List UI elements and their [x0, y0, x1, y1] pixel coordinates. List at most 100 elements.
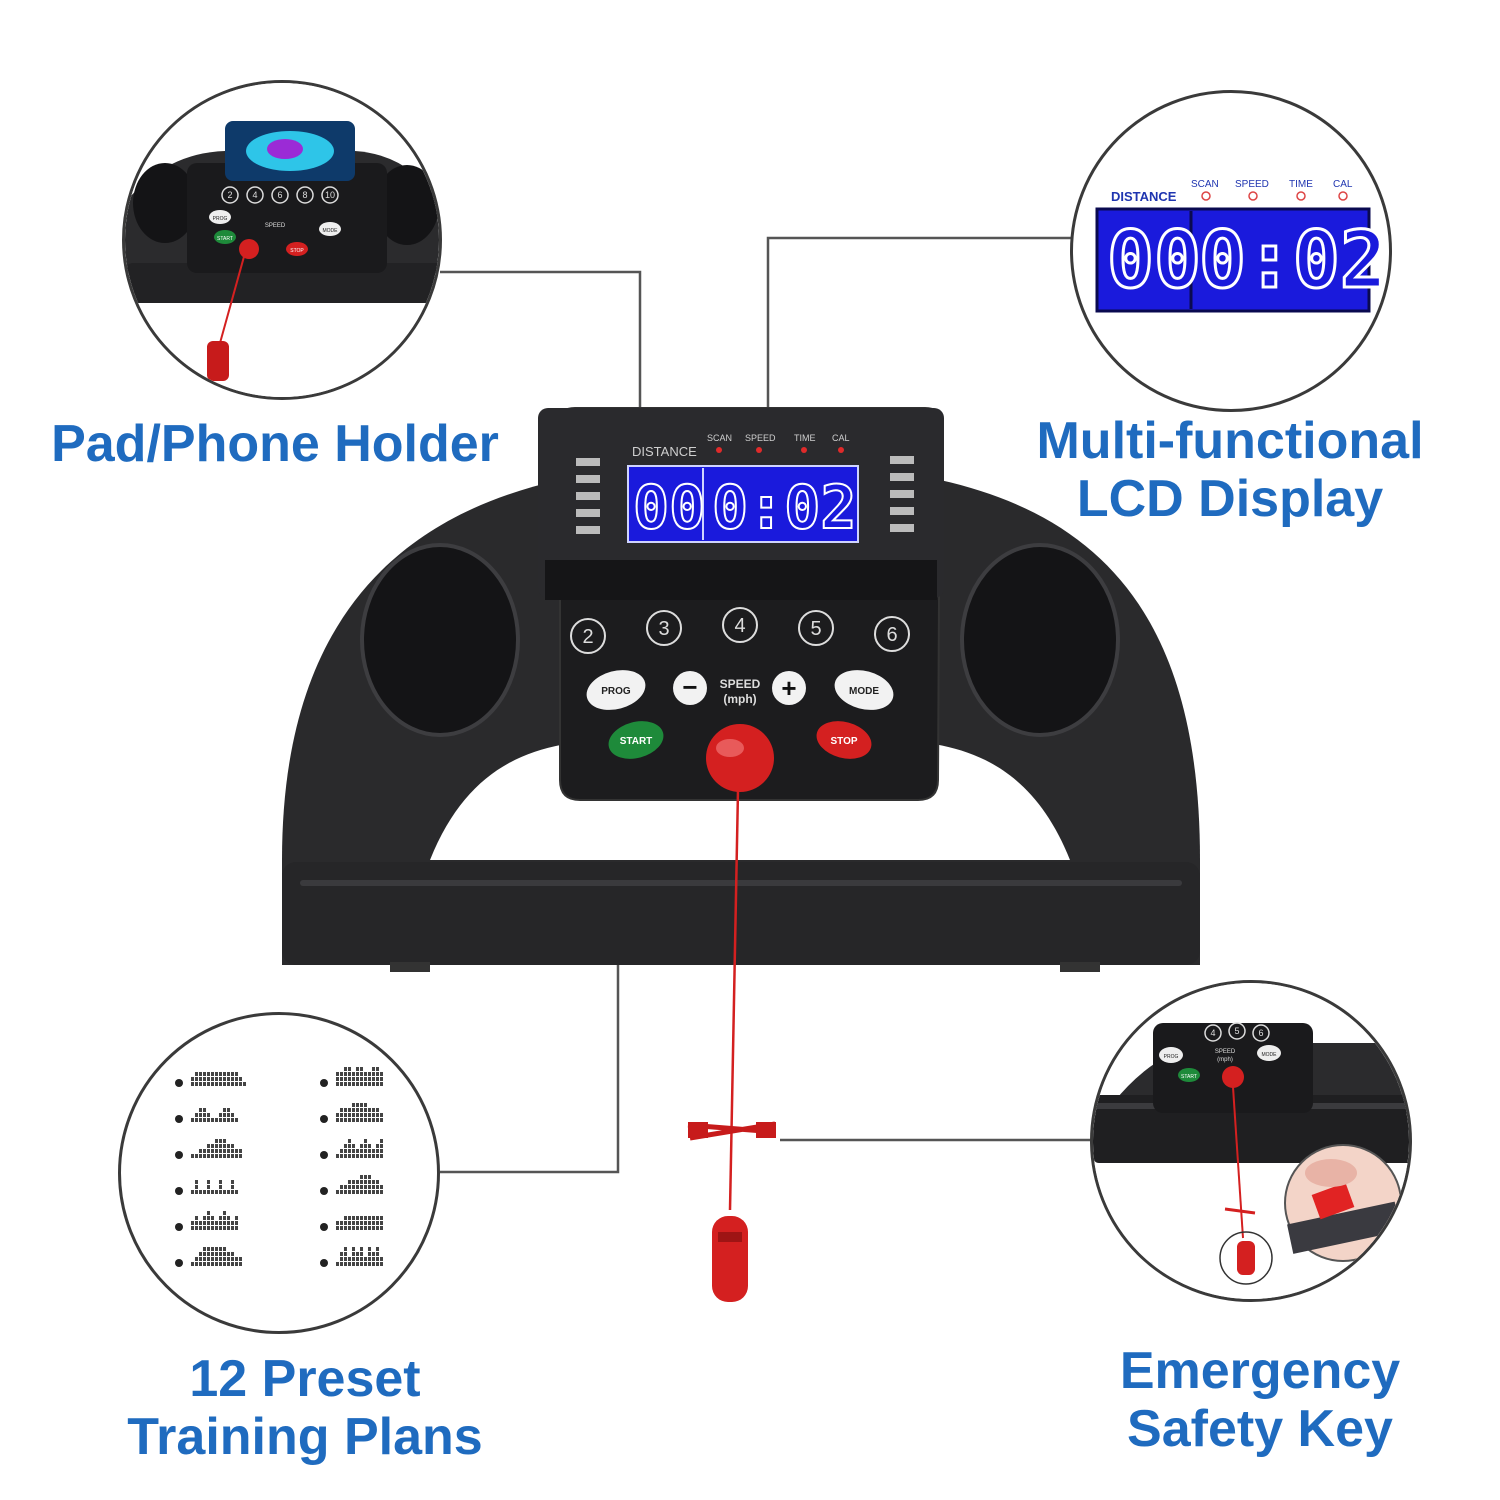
speed-plus-button[interactable] [772, 671, 806, 705]
plan-7-bullet [320, 1079, 328, 1087]
plan-6-profile-icon [191, 1247, 242, 1266]
speed-minus-button[interactable] [673, 671, 707, 705]
phone-holder-illustration: 2 4 6 8 10 PROG MODE SPEED START STOP [125, 83, 439, 397]
speed-key-4[interactable]: 4 [734, 615, 745, 637]
svg-text:5: 5 [1234, 1026, 1239, 1036]
plan-2-profile-icon [191, 1108, 238, 1122]
console-indicator-leds [716, 447, 844, 453]
lcd-zoom-cal: CAL [1333, 179, 1353, 190]
prog-button[interactable] [582, 664, 650, 716]
safety-key-cord [728, 789, 740, 1211]
plan-11-bullet [320, 1223, 328, 1231]
svg-text:4: 4 [1210, 1028, 1215, 1038]
speed-key-3[interactable]: 3 [658, 618, 669, 640]
handlebar [282, 862, 1200, 965]
zoom-circle-training-plans [118, 1012, 440, 1334]
lcd-display-title: Multi-functional LCD Display [1000, 412, 1460, 528]
zoom-circle-phone-holder: 2 4 6 8 10 PROG MODE SPEED START STOP [122, 80, 442, 400]
svg-text:MODE: MODE [849, 686, 879, 697]
speed-key-6[interactable]: 6 [886, 624, 897, 646]
svg-text:STOP: STOP [830, 736, 857, 747]
cup-holder-right [960, 543, 1120, 737]
plan-12-bullet [320, 1259, 328, 1267]
plan-8-bullet [320, 1115, 328, 1123]
svg-text:SPEED: SPEED [265, 223, 286, 229]
plan-8-profile-icon [336, 1103, 383, 1122]
svg-text:+: + [781, 673, 796, 703]
svg-text:6: 6 [277, 190, 282, 200]
svg-text:START: START [620, 736, 653, 747]
plan-5-profile-icon [191, 1211, 238, 1230]
speed-unit: (mph) [723, 692, 756, 706]
console-lcd-right: 0:02 [712, 473, 857, 543]
plan-7-profile-icon [336, 1067, 383, 1086]
plan-5-bullet [175, 1223, 183, 1231]
svg-text:0:02: 0:02 [1199, 216, 1387, 306]
cup-holder-left [360, 543, 520, 737]
safety-key-magnet[interactable] [706, 724, 774, 792]
plan-10-bullet [320, 1187, 328, 1195]
lcd-zoom-speed: SPEED [1235, 179, 1269, 190]
console-indicator-speed: SPEED [745, 433, 776, 443]
safety-key-title: Emergency Safety Key [1060, 1342, 1460, 1458]
console-indicator-time: TIME [794, 433, 816, 443]
foot-left [390, 962, 430, 972]
plan-9-bullet [320, 1151, 328, 1159]
zoom-circle-safety-key: 4 5 6 PROG MODE SPEED (mph) START [1090, 980, 1412, 1302]
console-lcd-left: 00 [633, 473, 705, 543]
start-button[interactable] [604, 715, 667, 764]
training-plans-title: 12 Preset Training Plans [90, 1350, 520, 1466]
lcd-zoom-illustration: DISTANCE SCAN SPEED TIME CAL 00 0:02 [1095, 179, 1388, 313]
lcd-display-title-line1: Multi-functional [1036, 412, 1424, 470]
safety-key-zoom-illustration: 4 5 6 PROG MODE SPEED (mph) START [1093, 983, 1409, 1299]
svg-text:PROG: PROG [601, 686, 631, 697]
svg-text:6: 6 [1258, 1028, 1263, 1038]
stop-button[interactable] [812, 715, 875, 764]
plan-4-bullet [175, 1187, 183, 1195]
plan-4-profile-icon [191, 1180, 238, 1194]
program-profile-icons-left [576, 458, 600, 534]
console-distance-label: DISTANCE [632, 444, 697, 459]
svg-text:START: START [1181, 1074, 1197, 1080]
svg-text:10: 10 [325, 190, 335, 200]
svg-text:4: 4 [252, 190, 257, 200]
plan-2-bullet [175, 1115, 183, 1123]
safety-key-clip [712, 1216, 748, 1302]
plan-9-profile-icon [336, 1139, 383, 1158]
svg-text:SPEED: SPEED [1215, 1049, 1236, 1055]
phone-ledge [545, 560, 937, 600]
speed-label: SPEED [720, 677, 761, 691]
console-indicator-cal: CAL [832, 433, 850, 443]
svg-text:PROG: PROG [213, 216, 228, 222]
lcd-zoom-distance-label: DISTANCE [1111, 189, 1177, 204]
svg-text:8: 8 [302, 190, 307, 200]
console-indicators: SCAN SPEED TIME CAL [707, 433, 850, 443]
mode-button[interactable] [830, 664, 898, 716]
svg-text:PROG: PROG [1164, 1054, 1179, 1060]
plan-1-bullet [175, 1079, 183, 1087]
foot-right [1060, 962, 1100, 972]
svg-text:2: 2 [227, 190, 232, 200]
plan-11-profile-icon [336, 1216, 383, 1230]
speed-keys [570, 607, 910, 654]
plan-10-profile-icon [336, 1175, 383, 1194]
safety-key-title-line1: Emergency [1119, 1342, 1401, 1400]
plan-12-profile-icon [336, 1247, 383, 1266]
svg-text:MODE: MODE [323, 228, 339, 234]
pad-holder-title: Pad/Phone Holder [51, 415, 499, 473]
training-plans-title-line2: Training Plans [127, 1408, 483, 1466]
training-plans-illustration [175, 1067, 383, 1267]
svg-text:MODE: MODE [1262, 1052, 1278, 1058]
svg-text:(mph): (mph) [1217, 1057, 1233, 1063]
speed-key-5[interactable]: 5 [810, 618, 821, 640]
speed-key-2[interactable]: 2 [582, 626, 593, 648]
lcd-zoom-screen [1095, 207, 1371, 313]
svg-text:−: − [682, 672, 697, 702]
plan-1-profile-icon [191, 1072, 246, 1086]
safety-key-title-line2: Safety Key [1127, 1400, 1393, 1458]
program-profile-icons-right [890, 456, 914, 532]
lcd-zoom-time: TIME [1289, 179, 1313, 190]
lcd-zoom-scan: SCAN [1191, 179, 1219, 190]
console-indicator-scan: SCAN [707, 433, 732, 443]
